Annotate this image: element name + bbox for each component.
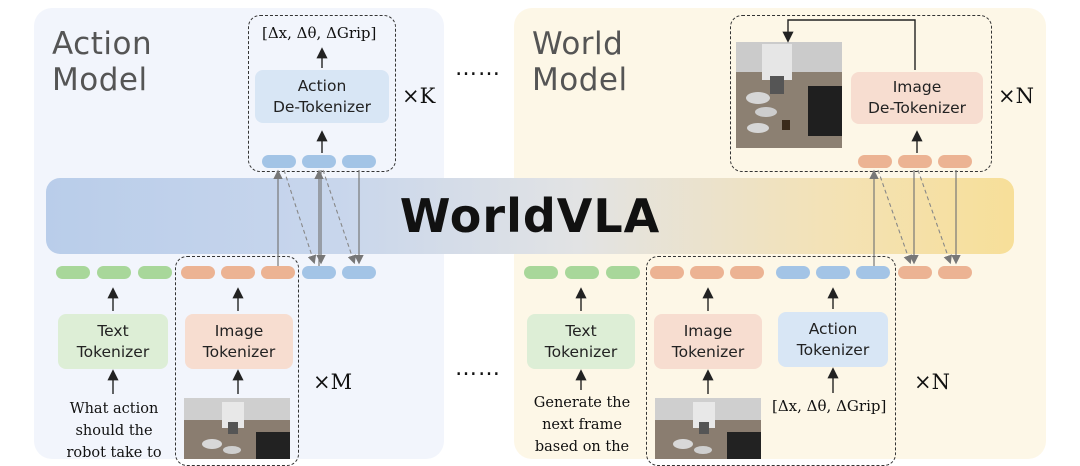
action-model-title: Action Model [52, 26, 153, 98]
action-detokenizer-label: Action De-Tokenizer [272, 76, 372, 116]
text-token [97, 266, 131, 279]
robot-scene-image [184, 398, 290, 459]
repeat-n-top-label: ×N [998, 84, 1034, 108]
action-output-label: [Δx, Δθ, ΔGrip] [262, 24, 377, 42]
image-token [938, 266, 972, 279]
text-tokenizer-left-label: Text Tokenizer [76, 321, 150, 361]
text-tokenizer-right: Text Tokenizer [527, 314, 635, 369]
action-token [302, 266, 336, 279]
arrow [917, 169, 952, 265]
action-token [856, 266, 890, 279]
image-tokenizer-right: Image Tokenizer [654, 314, 762, 369]
image-output-token [858, 155, 892, 168]
action-tokenizer-label: Action Tokenizer [796, 319, 870, 359]
text-token [524, 266, 558, 279]
generated-frame-image [736, 42, 842, 148]
ellipsis-top: …… [455, 56, 501, 81]
repeat-n-bottom-label: ×N [914, 370, 950, 394]
world-model-title: World Model [532, 26, 628, 98]
text-token [606, 266, 640, 279]
image-token [261, 266, 295, 279]
action-output-token [262, 155, 296, 168]
action-token [776, 266, 810, 279]
ellipsis-bottom: …… [455, 356, 501, 381]
text-token [56, 266, 90, 279]
image-tokenizer-left: Image Tokenizer [185, 314, 293, 369]
text-tokenizer-right-label: Text Tokenizer [544, 321, 618, 361]
arrow [782, 19, 916, 70]
arrow [322, 169, 357, 265]
image-token [898, 266, 932, 279]
banner-title: WorldVLA [399, 189, 661, 243]
text-token [565, 266, 599, 279]
image-output-token [938, 155, 972, 168]
text-tokenizer-left: Text Tokenizer [58, 314, 168, 369]
action-input-label: [Δx, Δθ, ΔGrip] [772, 397, 887, 415]
arrow [283, 169, 317, 265]
repeat-m-label: ×M [313, 370, 353, 394]
action-token [342, 266, 376, 279]
image-detokenizer: Image De-Tokenizer [851, 72, 983, 124]
image-token [650, 266, 684, 279]
image-detokenizer-label: Image De-Tokenizer [867, 78, 967, 117]
repeat-k-label: ×K [402, 84, 436, 108]
worldvla-banner: WorldVLA [46, 178, 1014, 254]
image-tokenizer-left-label: Image Tokenizer [202, 321, 276, 361]
world-prompt-text: Generate the next frame based on the [533, 395, 631, 455]
action-tokenizer: Action Tokenizer [778, 312, 888, 367]
image-output-group [730, 15, 992, 172]
action-detokenizer: Action De-Tokenizer [255, 70, 389, 123]
image-token [730, 266, 764, 279]
image-token [221, 266, 255, 279]
action-token [816, 266, 850, 279]
image-tokenizer-right-label: Image Tokenizer [671, 321, 745, 361]
robot-scene-image-right [655, 398, 761, 459]
action-prompt-text: What action should the robot take to [66, 401, 162, 461]
image-token [690, 266, 724, 279]
image-output-token [898, 155, 932, 168]
action-output-token [302, 155, 336, 168]
text-token [138, 266, 172, 279]
arrow [877, 169, 912, 265]
image-token [181, 266, 215, 279]
action-output-token [342, 155, 376, 168]
